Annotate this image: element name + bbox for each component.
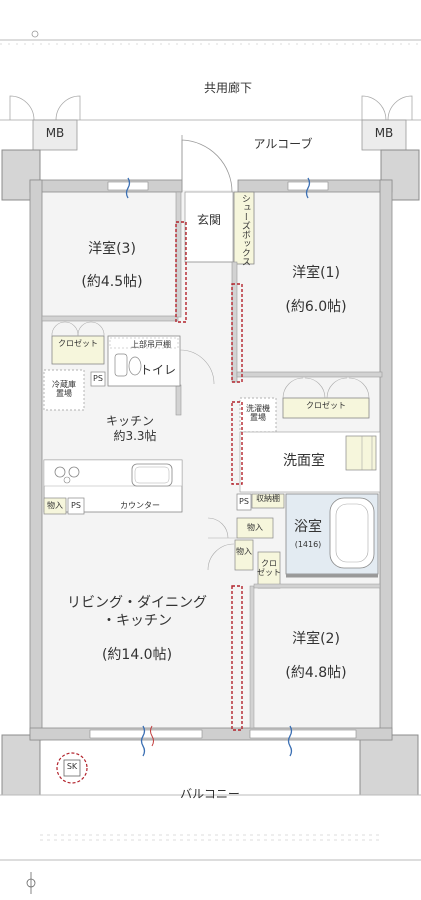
entrance-label: 玄関: [196, 213, 222, 227]
closet-b-label: クロゼット: [306, 401, 346, 410]
room1-name: 洋室(1): [292, 265, 340, 281]
ps-1-label: PS: [93, 374, 103, 383]
storage-2-label: 物入: [247, 523, 263, 532]
closet-a-label: クロゼット: [58, 339, 98, 348]
kitchen-size: 約3.3帖: [113, 429, 157, 443]
room3-size: (約4.5帖): [81, 274, 143, 290]
counter-label: カウンター: [120, 501, 160, 510]
room2-name: 洋室(2): [292, 631, 340, 647]
ps-2-label: PS: [71, 501, 81, 510]
storage-1-label: 物入: [47, 501, 63, 510]
window-icon: [89, 725, 357, 757]
balcony-label: バルコニー: [180, 787, 240, 801]
sk-label: SK: [66, 762, 78, 771]
ldk-name-1: リビング・ダイニング: [67, 595, 207, 611]
ldk-size: (約14.0帖): [101, 647, 173, 663]
ldk-name-2: ・キッチン: [102, 613, 172, 629]
shoe-box-label: シューズボックス: [239, 194, 250, 266]
fridge-label: 冷蔵庫 置場: [52, 380, 76, 398]
mb-right-label: MB: [374, 126, 394, 140]
alcove-label: アルコーブ: [253, 137, 313, 151]
window-icon: [107, 177, 329, 199]
door-swing-icon: [9, 95, 413, 121]
ps-3-label: PS: [239, 497, 249, 506]
kitchen-name: キッチン: [105, 414, 155, 428]
mb-left-label: MB: [45, 126, 65, 140]
storage-3-label: 物入: [236, 547, 252, 556]
washer-label: 洗濯機 置場: [246, 404, 270, 422]
north-arrow-icon: [26, 872, 36, 894]
washroom-label: 洗面室: [283, 453, 325, 469]
room1-size: (約6.0帖): [285, 299, 347, 315]
bathroom-label: 浴室: [294, 519, 322, 535]
closet-c-label: クロ ゼット: [257, 559, 281, 577]
bath-size-label: (1416): [294, 540, 322, 549]
corridor-label: 共用廊下: [203, 81, 253, 95]
room2-size: (約4.8帖): [285, 665, 347, 681]
upper-cabinet-label: 上部吊戸棚: [131, 340, 171, 349]
room3-name: 洋室(3): [88, 241, 136, 257]
storage-shelf-label: 収納棚: [256, 494, 280, 503]
toilet-label: トイレ: [140, 363, 177, 377]
